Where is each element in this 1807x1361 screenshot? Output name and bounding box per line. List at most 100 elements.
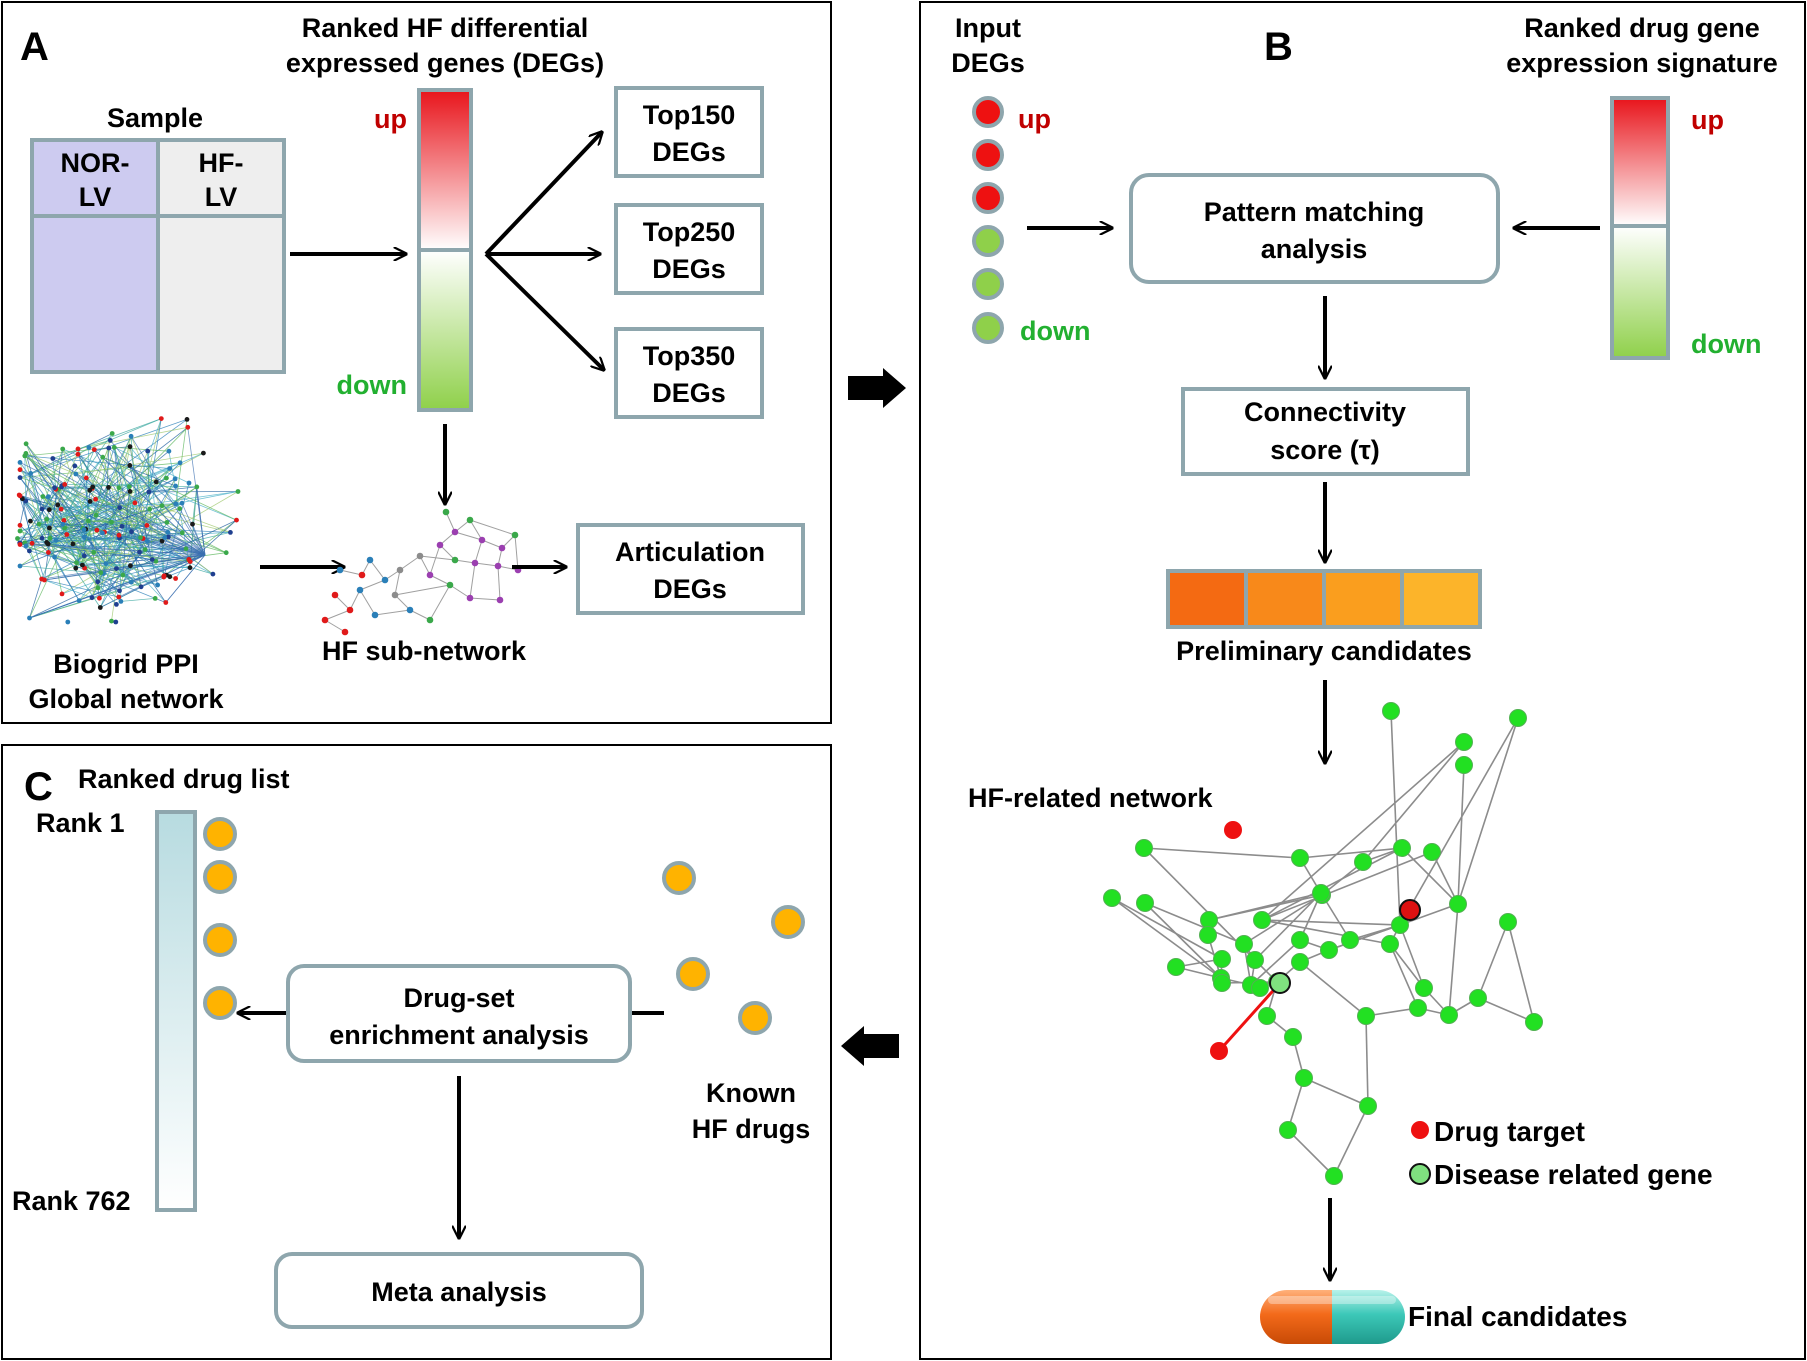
- network-node: [235, 489, 241, 494]
- network-edge: [22, 498, 33, 544]
- network-edge: [75, 473, 96, 500]
- network-node: [172, 476, 178, 482]
- network-node: [1409, 999, 1427, 1017]
- network-node: [76, 598, 82, 603]
- network-edge: [1448, 903, 1459, 1016]
- network-node: [17, 467, 23, 473]
- network-node: [1440, 1006, 1458, 1024]
- network-node: [1251, 979, 1269, 997]
- network-edge: [187, 427, 206, 556]
- network-node: [47, 525, 52, 531]
- network-edge: [131, 502, 183, 533]
- sig-down-label: down: [1691, 329, 1761, 359]
- network-edge: [1254, 892, 1322, 961]
- final-candidates-label: Final candidates: [1408, 1301, 1627, 1332]
- network-node: [127, 563, 133, 569]
- network-node: [165, 529, 171, 535]
- network-edge: [439, 531, 456, 546]
- network-node: [27, 548, 32, 554]
- network-edge: [474, 562, 499, 567]
- network-node: [45, 541, 51, 547]
- network-node: [162, 535, 168, 540]
- network-edge: [164, 537, 206, 556]
- drug-target-edge: [1217, 981, 1282, 1053]
- ranked-degs-title-2: expressed genes (DEGs): [286, 48, 604, 78]
- network-node: [23, 441, 29, 447]
- network-edge: [497, 565, 501, 601]
- network-edge: [1389, 943, 1425, 989]
- network-node: [228, 530, 233, 535]
- network-edge: [19, 495, 80, 601]
- network-edge: [1365, 1015, 1369, 1107]
- network-edge: [24, 455, 170, 469]
- network-edge: [25, 500, 51, 539]
- network-node: [173, 483, 179, 489]
- network-node: [391, 591, 399, 599]
- network-edge: [1399, 717, 1519, 926]
- top250-line2: DEGs: [652, 254, 726, 284]
- top350-line2: DEGs: [652, 378, 726, 408]
- network-edge: [1389, 943, 1419, 1009]
- dsea-line1: Drug-set: [403, 983, 514, 1013]
- network-edge: [419, 555, 431, 576]
- network-node: [145, 448, 151, 454]
- network-node: [1415, 979, 1433, 997]
- network-edge: [1243, 894, 1323, 945]
- network-node: [39, 535, 45, 541]
- network-node: [511, 531, 519, 539]
- network-edge: [74, 465, 120, 489]
- network-node: [201, 450, 206, 456]
- network-node: [1320, 941, 1338, 959]
- network-edge: [349, 589, 361, 611]
- network-edge: [1261, 847, 1403, 921]
- network-node: [234, 517, 239, 523]
- network-edge: [29, 578, 43, 619]
- legend-disease-gene: Disease related gene: [1434, 1159, 1713, 1190]
- ranked-degs-title-1: Ranked HF differential: [302, 13, 589, 43]
- network-edge: [19, 525, 49, 553]
- network-edge: [97, 559, 189, 583]
- network-edge: [41, 537, 120, 580]
- network-node: [61, 518, 67, 523]
- network-node: [164, 520, 170, 525]
- network-edge: [25, 453, 206, 556]
- network-node: [1279, 1121, 1297, 1139]
- network-node: [118, 599, 124, 604]
- network-edge: [97, 581, 120, 592]
- network-node: [52, 485, 57, 491]
- network-edge: [148, 486, 197, 493]
- network-node: [91, 447, 97, 452]
- network-node: [81, 527, 87, 532]
- network-node: [194, 484, 200, 490]
- network-edge: [165, 554, 206, 603]
- network-edge: [84, 554, 206, 557]
- network-node: [129, 529, 134, 535]
- network-node: [1455, 756, 1473, 774]
- network-node: [186, 480, 192, 486]
- network-node: [451, 556, 459, 564]
- network-edge: [445, 511, 456, 533]
- network-node: [149, 557, 155, 562]
- network-node: [1312, 884, 1330, 902]
- network-node: [89, 595, 95, 601]
- network-node: [1295, 1069, 1313, 1087]
- network-node: [371, 611, 379, 619]
- network-edge: [1401, 847, 1459, 905]
- network-node: [127, 444, 133, 450]
- network-node: [223, 550, 229, 556]
- network-edge: [1399, 903, 1459, 926]
- network-edge: [394, 584, 451, 596]
- network-edge: [52, 418, 162, 459]
- network-node: [1423, 843, 1441, 861]
- network-edge: [44, 448, 64, 581]
- network-edge: [339, 569, 363, 576]
- network-edge: [1362, 741, 1465, 863]
- network-node: [144, 523, 150, 528]
- network-node: [100, 454, 106, 460]
- network-node: [103, 561, 109, 566]
- network-node: [177, 506, 183, 511]
- capsule-icon: [1260, 1290, 1405, 1344]
- input-up-label: up: [1018, 104, 1051, 134]
- network-edge: [25, 453, 109, 488]
- network-node: [471, 559, 479, 567]
